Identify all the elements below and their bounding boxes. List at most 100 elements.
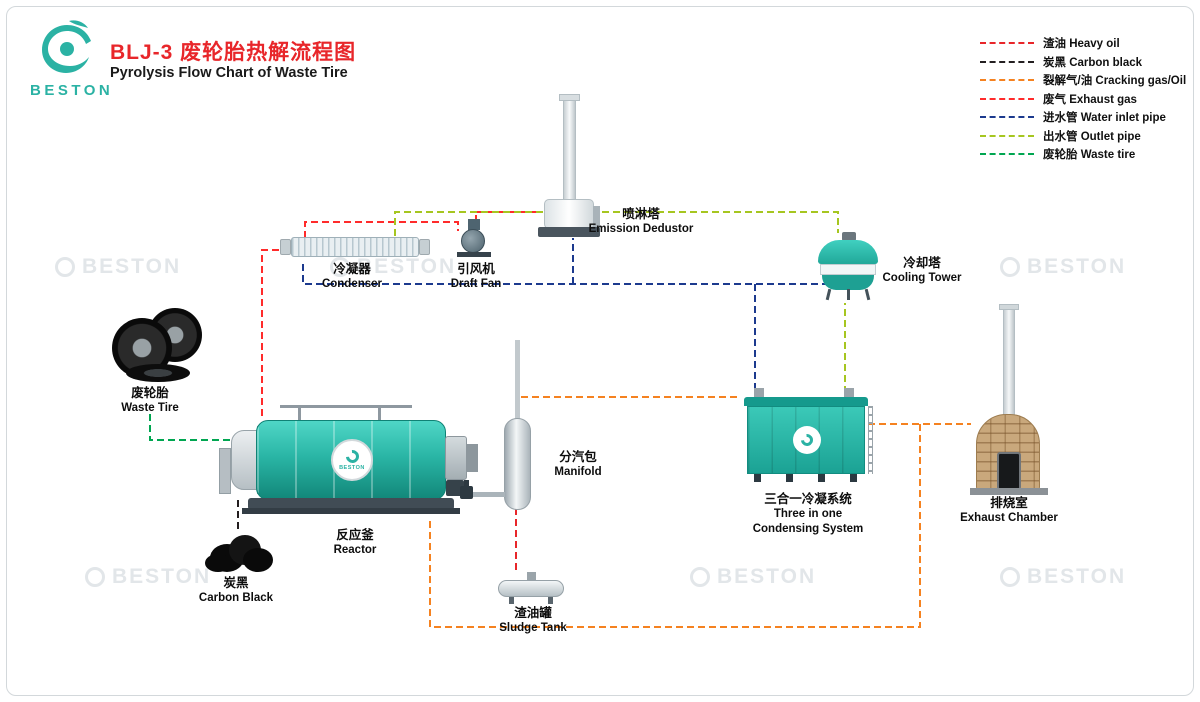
legend-row-outlet-pipe: 出水管 Outlet pipe [980, 130, 1186, 143]
line-waste-tire-to-reactor [149, 414, 230, 441]
three-in-one-logo-badge [793, 426, 821, 454]
exhaust-chamber-label: 排烧室 Exhaust Chamber [956, 495, 1062, 526]
tire [126, 364, 190, 382]
legend-line-heavy-oil [980, 42, 1034, 44]
chamber-base [970, 488, 1048, 495]
draft-fan-label: 引风机 Draft Fan [426, 261, 526, 292]
waste-tire-label: 废轮胎 Waste Tire [100, 385, 200, 416]
label-cn: 三合一冷凝系统 [764, 492, 852, 506]
reactor: BESTON [218, 398, 488, 518]
reactor-rail-post [298, 408, 301, 422]
manifold-label: 分汽包 Manifold [538, 449, 618, 480]
sludge-tank-leg [509, 597, 514, 604]
carbon-black-lump [205, 554, 231, 572]
beston-swirl-icon [342, 446, 362, 466]
fan-outlet [468, 219, 480, 230]
reactor-logo-text: BESTON [339, 464, 365, 471]
three-in-one-left-pipe [754, 388, 764, 399]
valve-icon [460, 486, 473, 499]
brand-text: BESTON [30, 82, 114, 99]
legend-label: 出水管 Outlet pipe [1043, 130, 1141, 143]
label-en: Manifold [554, 466, 602, 479]
watermark-logo-icon [55, 257, 75, 277]
chamber-chimney [1003, 309, 1015, 416]
manifold-body [504, 418, 531, 510]
carbon-black-label: 炭黑 Carbon Black [186, 575, 286, 606]
legend-row-water-inlet: 进水管 Water inlet pipe [980, 111, 1186, 124]
page-title-cn: BLJ-3 废轮胎热解流程图 [110, 41, 357, 64]
sludge-tank-label: 渣油罐 Sludge Tank [483, 605, 583, 636]
manifold [460, 340, 555, 510]
watermark: BESTON [55, 255, 181, 279]
reactor-cylinder [256, 420, 446, 500]
page-border [6, 6, 1194, 696]
label-en: Sludge Tank [499, 622, 567, 635]
reactor-right-shaft [466, 444, 478, 472]
reactor-logo-badge: BESTON [331, 439, 373, 481]
dedustor-base [538, 227, 600, 237]
tower-band [820, 264, 876, 275]
label-cn: 炭黑 [223, 576, 249, 590]
chamber-door [997, 452, 1021, 490]
condenser-label: 冷凝器 Condenser [302, 261, 402, 292]
watermark-text: BESTON [717, 565, 817, 588]
three-in-one-leg [850, 474, 857, 482]
watermark: BESTON [1000, 255, 1126, 279]
tower-bowl [822, 275, 874, 290]
watermark-text: BESTON [1027, 565, 1127, 588]
legend-line-outlet-pipe [980, 134, 1034, 137]
condenser-right-cap [419, 239, 430, 255]
label-cn: 冷凝器 [333, 262, 371, 276]
emission-dedustor-label: 喷淋塔 Emission Dedustor [585, 206, 697, 237]
legend-label: 废轮胎 Waste tire [1043, 149, 1136, 161]
three-in-one-ladder [868, 406, 873, 474]
watermark-logo-icon [690, 567, 710, 587]
fan-base [457, 252, 491, 257]
three-in-one-label: 三合一冷凝系统 Three in one Condensing System [742, 491, 874, 537]
legend-row-waste-tire: 废轮胎 Waste tire [980, 148, 1186, 161]
label-cn: 废轮胎 [131, 386, 169, 400]
three-in-one-leg [786, 474, 793, 482]
label-en: Condenser [321, 278, 383, 291]
label-cn: 排烧室 [990, 496, 1028, 510]
sludge-tank [496, 572, 572, 608]
watermark-logo-icon [1000, 567, 1020, 587]
legend-label: 裂解气/油 Cracking gas/Oil [1043, 75, 1187, 87]
reactor-door [231, 430, 257, 490]
legend-label: 炭黑 Carbon black [1043, 56, 1143, 69]
reactor-front-stand [219, 448, 231, 494]
waste-tire-stack [110, 306, 205, 386]
legend-row-carbon-black: 炭黑 Carbon black [980, 56, 1186, 69]
reactor-base [248, 498, 454, 510]
line-gas-recycle-to-reactor [429, 424, 921, 628]
label-en: Carbon Black [198, 592, 274, 605]
watermark-text: BESTON [357, 255, 457, 278]
dedustor-side-pipe [593, 206, 600, 228]
three-in-one-leg [818, 474, 825, 482]
carbon-black-lump [243, 548, 273, 572]
legend-line-water-inlet [980, 116, 1034, 118]
reactor-foundation [242, 508, 460, 514]
three-in-one-condensing-system [742, 384, 874, 496]
three-in-one-lid [744, 397, 868, 406]
watermark: BESTON [690, 565, 816, 589]
watermark-logo-icon [1000, 257, 1020, 277]
three-in-one-right-pipe [844, 388, 854, 399]
label-cn: 分汽包 [559, 450, 597, 464]
label-en: Reactor [333, 544, 377, 557]
line-condenser-to-draft-fan [304, 221, 459, 238]
legend-label: 进水管 Water inlet pipe [1043, 112, 1166, 124]
label-en: Emission Dedustor [588, 223, 694, 236]
condenser-left-cap [280, 239, 291, 255]
emission-dedustor [536, 94, 648, 244]
condenser [280, 236, 432, 262]
watermark: BESTON [330, 255, 456, 279]
tower-leg [864, 288, 871, 301]
legend-row-exhaust-gas: 废气 Exhaust gas [980, 93, 1186, 106]
sludge-tank-leg [548, 597, 553, 604]
reactor-top-rail [280, 405, 412, 408]
watermark-text: BESTON [112, 565, 212, 588]
sludge-tank-body [498, 580, 564, 597]
page-title-en: Pyrolysis Flow Chart of Waste Tire [110, 65, 348, 81]
label-en: Exhaust Chamber [960, 512, 1058, 525]
